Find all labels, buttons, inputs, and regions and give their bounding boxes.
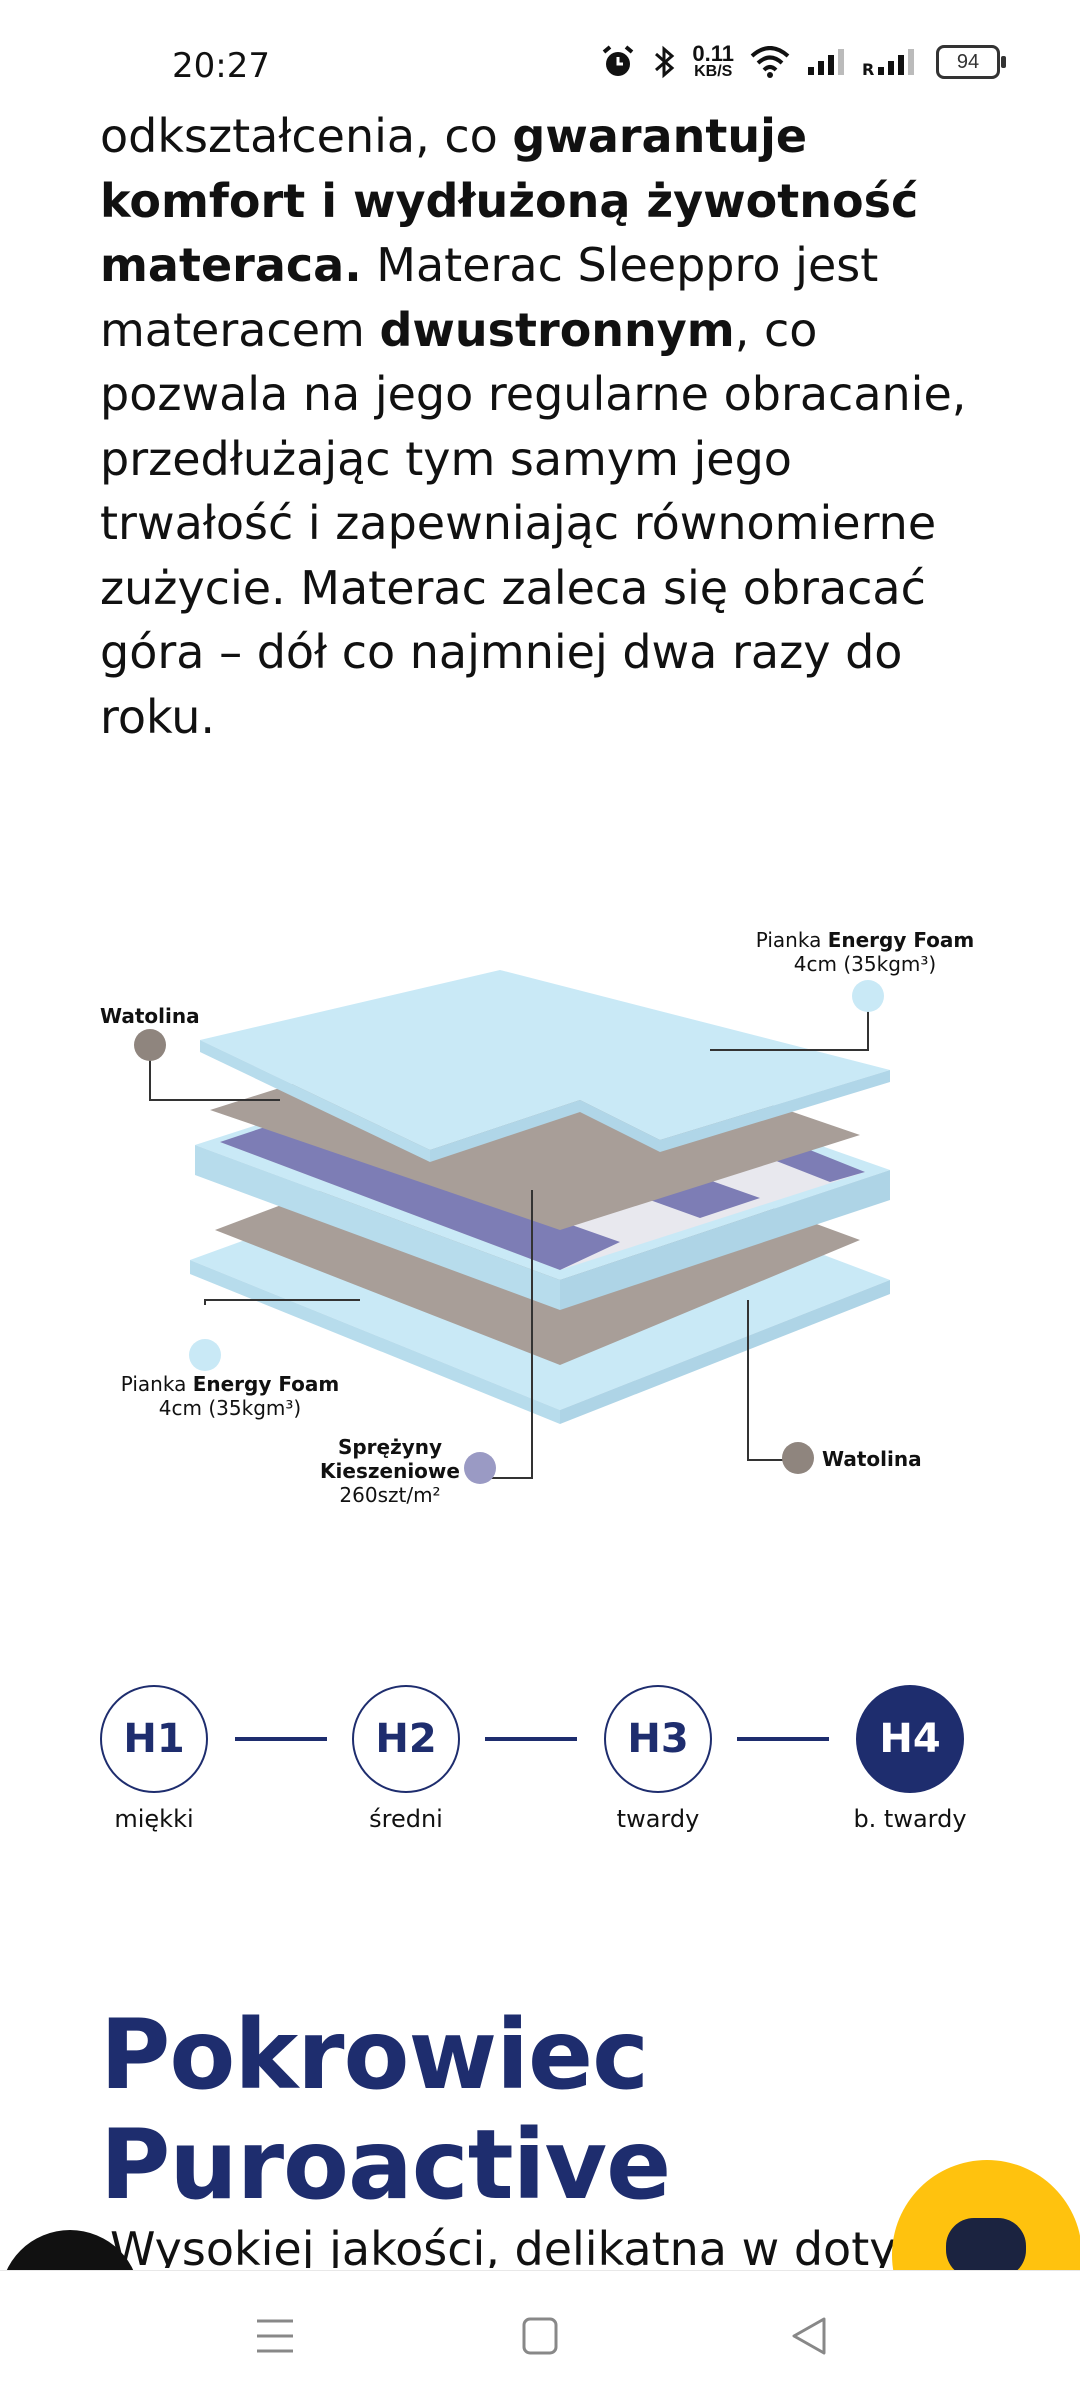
- signal-icon: [808, 49, 844, 75]
- article-paragraph: odkształcenia, co gwarantuje komfort i w…: [100, 104, 980, 749]
- foam-swatch-icon: [852, 980, 884, 1012]
- back-icon: [792, 2317, 826, 2355]
- section-intro-text: Wysokiej jakości, delikatna w dotyku: [110, 2222, 951, 2268]
- battery-icon: 94: [936, 45, 1006, 79]
- hardness-h1: H1: [100, 1685, 208, 1793]
- hardness-h4: H4: [856, 1685, 964, 1793]
- text-span: , co pozwala na jego regularne obracanie…: [100, 302, 967, 744]
- springs-swatch-icon: [464, 1452, 496, 1484]
- wifi-icon: [750, 46, 790, 78]
- net-speed: 0.11 KB/S: [692, 41, 734, 80]
- text-span: odkształcenia, co: [100, 109, 513, 163]
- bluetooth-icon: [655, 45, 675, 79]
- hardness-label: miękki: [114, 1805, 194, 1833]
- text-bold: dwustronnym: [379, 302, 735, 357]
- svg-text:R: R: [862, 60, 874, 77]
- mattress-layers-diagram: Pianka Energy Foam 4cm (35kgm³) Watolina…: [100, 910, 980, 1530]
- menu-icon: [257, 2319, 293, 2353]
- status-bar: 20:27 0.11 KB/S R 94: [0, 0, 1080, 96]
- section-heading: Pokrowiec Puroactive: [100, 1999, 671, 2221]
- signal-roaming-icon: R: [862, 49, 914, 77]
- home-button[interactable]: [510, 2311, 570, 2361]
- label-top-foam: Pianka Energy Foam 4cm (35kgm³): [755, 928, 975, 976]
- mattress-illustration: [134, 970, 890, 1484]
- system-nav-bar: [0, 2270, 1080, 2401]
- home-icon: [522, 2317, 558, 2355]
- text-span: Materac Sleeppro jest materacem: [100, 238, 879, 357]
- hardness-connector: [737, 1737, 829, 1741]
- felt-swatch-icon: [782, 1442, 814, 1474]
- top-foam-layer: [200, 970, 890, 1150]
- menu-button[interactable]: [245, 2311, 305, 2361]
- hardness-label: twardy: [616, 1805, 700, 1833]
- hardness-connector: [235, 1737, 327, 1741]
- back-button[interactable]: [780, 2311, 840, 2361]
- label-top-felt: Watolina: [100, 1004, 200, 1028]
- hardness-connector: [485, 1737, 577, 1741]
- alarm-icon: [603, 45, 634, 76]
- status-time: 20:27: [172, 46, 270, 86]
- hardness-label: średni: [369, 1805, 443, 1833]
- status-icons: 0.11 KB/S R 94: [600, 41, 1006, 80]
- felt-swatch-icon: [134, 1029, 166, 1061]
- label-bottom-felt: Watolina: [822, 1447, 922, 1471]
- hardness-h2: H2: [352, 1685, 460, 1793]
- chat-icon: [946, 2218, 1026, 2278]
- foam-swatch-icon: [189, 1339, 221, 1371]
- label-bottom-foam: Pianka Energy Foam 4cm (35kgm³): [120, 1372, 340, 1420]
- hardness-h3: H3: [604, 1685, 712, 1793]
- hardness-scale: H1 H2 H3 H4 miękki średni twardy b. twar…: [100, 1685, 980, 1845]
- hardness-label: b. twardy: [853, 1805, 967, 1833]
- text-bold: gwarantuje komfort i wydłużoną żywotność…: [100, 109, 919, 292]
